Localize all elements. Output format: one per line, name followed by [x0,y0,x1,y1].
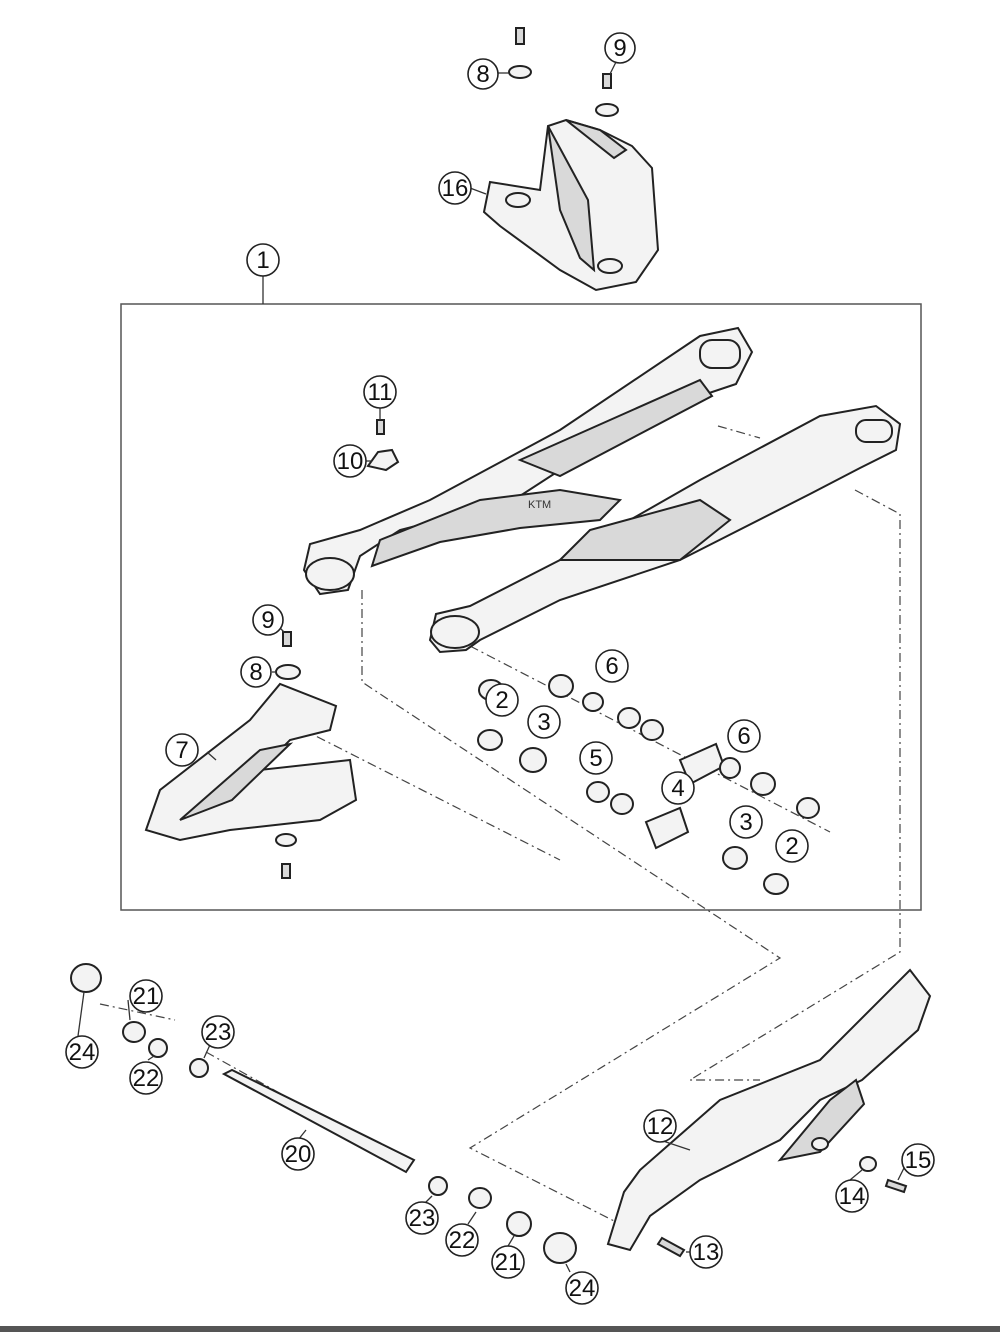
callout-23-right: 23 [405,1201,439,1235]
svg-text:6: 6 [737,723,750,750]
svg-text:5: 5 [589,745,602,772]
callout-4: 4 [661,771,695,805]
callout-10: 10 [333,444,367,478]
svg-text:13: 13 [693,1239,720,1266]
callout-3-lower: 3 [729,805,763,839]
chain-slider-part-7 [144,682,358,879]
leader-14 [849,1169,863,1181]
callout-8-mid: 8 [240,656,272,688]
mudguard-part-16 [482,118,660,292]
screw-washer-top [508,27,619,117]
callout-2-lower: 2 [775,829,809,863]
svg-text:23: 23 [409,1205,436,1232]
svg-text:16: 16 [442,175,469,202]
callout-9-top: 9 [604,32,636,64]
swingarm-logo: KTM [528,499,551,511]
leader-24-right [565,1263,571,1273]
callout-21-right: 21 [491,1245,525,1279]
callout-5: 5 [579,741,613,775]
leader-24-left [77,991,85,1037]
svg-text:10: 10 [337,448,364,475]
chain-guard-part-12 [606,968,932,1252]
svg-text:14: 14 [839,1183,866,1210]
callout-15: 15 [901,1143,935,1177]
pivot-parts [70,963,577,1264]
screw-washer-slider [275,631,301,680]
svg-text:20: 20 [285,1141,312,1168]
callout-6-upper: 6 [595,649,629,683]
svg-text:22: 22 [449,1227,476,1254]
callout-11: 11 [363,375,397,409]
callout-2-upper: 2 [485,683,519,717]
leader-16 [469,187,487,195]
callout-22-left: 22 [129,1061,163,1095]
assembly-frame [120,303,922,911]
callouts: 1 2 2 3 3 4 5 6 6 7 8 8 9 9 10 11 12 13 … [65,32,935,1305]
callout-6-lower: 6 [727,719,761,753]
leader-15 [897,1167,905,1181]
leader-9-top [609,61,617,75]
svg-text:21: 21 [133,983,160,1010]
svg-text:23: 23 [205,1019,232,1046]
leader-21-right [507,1235,515,1247]
svg-text:4: 4 [671,775,684,802]
svg-text:9: 9 [613,35,626,62]
svg-text:12: 12 [647,1113,674,1140]
svg-text:24: 24 [69,1039,96,1066]
callout-16: 16 [438,171,472,205]
callout-12: 12 [643,1109,677,1143]
svg-text:8: 8 [476,61,489,88]
callout-24-left: 24 [65,1035,99,1069]
svg-text:11: 11 [368,379,393,406]
svg-text:2: 2 [785,833,798,860]
swingarm-part-1: KTM [302,326,902,654]
callout-1: 1 [246,243,280,277]
callout-14: 14 [835,1179,869,1213]
svg-text:8: 8 [249,659,262,686]
callout-7: 7 [165,733,199,767]
leader-22-right [467,1211,477,1225]
leader-22-left [147,1055,155,1061]
callout-8-top: 8 [467,58,499,90]
callout-13: 13 [689,1235,723,1269]
callout-23-left: 23 [201,1015,235,1049]
callout-3-upper: 3 [527,705,561,739]
clip-part-10 [366,419,400,472]
svg-text:6: 6 [605,653,618,680]
leader-7 [206,751,217,761]
svg-text:22: 22 [133,1065,160,1092]
callout-21-left: 21 [129,979,163,1013]
svg-text:7: 7 [175,737,188,764]
bottom-border [0,1326,1000,1332]
leader-21-left [127,999,131,1021]
svg-text:1: 1 [256,247,269,274]
svg-text:2: 2 [495,687,508,714]
svg-text:3: 3 [537,709,550,736]
callout-22-right: 22 [445,1223,479,1257]
svg-text:3: 3 [739,809,752,836]
callout-20: 20 [281,1137,315,1171]
svg-text:15: 15 [905,1147,932,1174]
svg-text:9: 9 [261,607,274,634]
svg-text:21: 21 [495,1249,522,1276]
svg-text:24: 24 [569,1275,596,1302]
callout-9-mid: 9 [252,604,284,636]
bearing-set [477,674,820,895]
screws-chain-guard [656,1156,908,1258]
callout-24-right: 24 [565,1271,599,1305]
